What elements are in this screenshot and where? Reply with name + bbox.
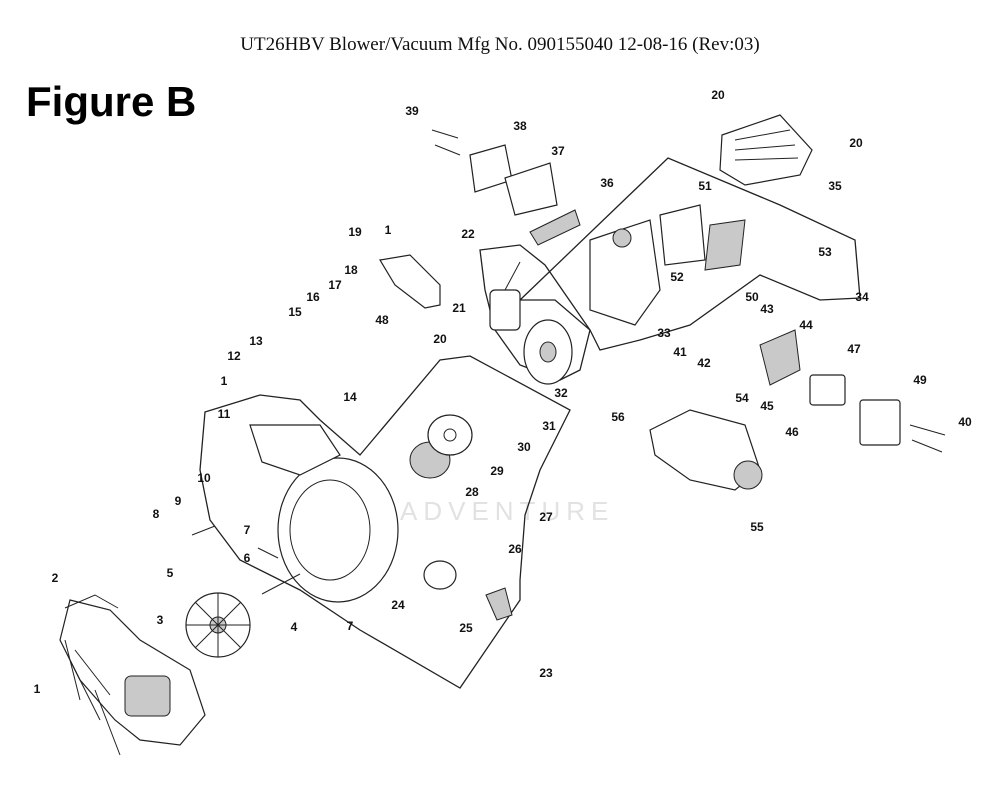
callout-c28: 28	[465, 485, 479, 499]
starter-pulleys	[409, 414, 513, 621]
callout-c34: 34	[855, 290, 869, 304]
engine-shroud	[719, 114, 813, 186]
callout-c46: 46	[785, 425, 799, 439]
callout-c3: 3	[157, 613, 164, 627]
callout-c50: 50	[745, 290, 759, 304]
figure-label: Figure B	[26, 78, 197, 125]
callout-c9: 9	[175, 494, 182, 508]
callout-c51: 51	[698, 179, 712, 193]
vacuum-tube	[649, 409, 763, 491]
callout-c1c: 1	[34, 682, 41, 696]
callout-c39: 39	[405, 104, 419, 118]
callout-c2: 2	[52, 571, 59, 585]
callout-c55: 55	[750, 520, 764, 534]
callout-c13: 13	[249, 334, 263, 348]
engine-cylinder	[589, 219, 661, 326]
callout-c40: 40	[958, 415, 972, 429]
callout-c17: 17	[328, 278, 342, 292]
carburetor	[759, 329, 901, 446]
callout-c7b: 7	[347, 619, 354, 633]
callout-c4: 4	[291, 620, 298, 634]
callout-c14: 14	[343, 390, 357, 404]
group-outline-housing	[199, 355, 571, 689]
callout-c35: 35	[828, 179, 842, 193]
callout-c23: 23	[539, 666, 553, 680]
gasket-plates	[659, 204, 746, 271]
callout-c42: 42	[697, 356, 711, 370]
callout-c54: 54	[735, 391, 749, 405]
callout-c12: 12	[227, 349, 241, 363]
callout-c20c: 20	[849, 136, 863, 150]
fasteners	[64, 129, 946, 756]
fan-housing	[249, 424, 399, 603]
diagram-title: UT26HBV Blower/Vacuum Mfg No. 090155040 …	[240, 34, 760, 55]
callout-c1a: 1	[221, 374, 228, 388]
callout-c15: 15	[288, 305, 302, 319]
callout-c30: 30	[517, 440, 531, 454]
callout-c56: 56	[611, 410, 625, 424]
callout-c29: 29	[490, 464, 504, 478]
callout-c18: 18	[344, 263, 358, 277]
callout-c32: 32	[554, 386, 568, 400]
callout-c25: 25	[459, 621, 473, 635]
callout-c26: 26	[508, 542, 522, 556]
callout-c10: 10	[197, 471, 211, 485]
callout-c48: 48	[375, 313, 389, 327]
callout-c36: 36	[600, 176, 614, 190]
watermark-text: ADVENTURE	[400, 496, 614, 526]
blower-housing	[59, 594, 206, 746]
callout-c43: 43	[760, 302, 774, 316]
callout-c33: 33	[657, 326, 671, 340]
throttle-handle	[379, 254, 441, 309]
callout-c1b: 1	[385, 223, 392, 237]
callout-c27: 27	[539, 510, 553, 524]
callout-c6: 6	[244, 551, 251, 565]
callout-c11: 11	[218, 407, 231, 421]
callout-c37: 37	[551, 144, 565, 158]
callout-c31: 31	[542, 419, 556, 433]
callout-c19: 19	[348, 225, 362, 239]
callout-c20b: 20	[711, 88, 725, 102]
callout-c41: 41	[673, 345, 687, 359]
callout-c53: 53	[818, 245, 832, 259]
callout-c7a: 7	[244, 523, 251, 537]
callout-c8: 8	[153, 507, 160, 521]
impeller-fan	[185, 592, 251, 658]
callout-c20a: 20	[433, 332, 447, 346]
fuel-tank	[489, 261, 521, 331]
callout-c24: 24	[391, 598, 405, 612]
flywheel	[523, 319, 573, 385]
callout-c22: 22	[461, 227, 475, 241]
callout-c16: 16	[306, 290, 320, 304]
callout-c45: 45	[760, 399, 774, 413]
callout-c38: 38	[513, 119, 527, 133]
air-filter	[469, 144, 581, 246]
callout-c52: 52	[670, 270, 684, 284]
callout-c5: 5	[167, 566, 174, 580]
callout-c44: 44	[799, 318, 813, 332]
callout-c47: 47	[847, 342, 861, 356]
callout-c49: 49	[913, 373, 927, 387]
callout-c21: 21	[452, 301, 466, 315]
